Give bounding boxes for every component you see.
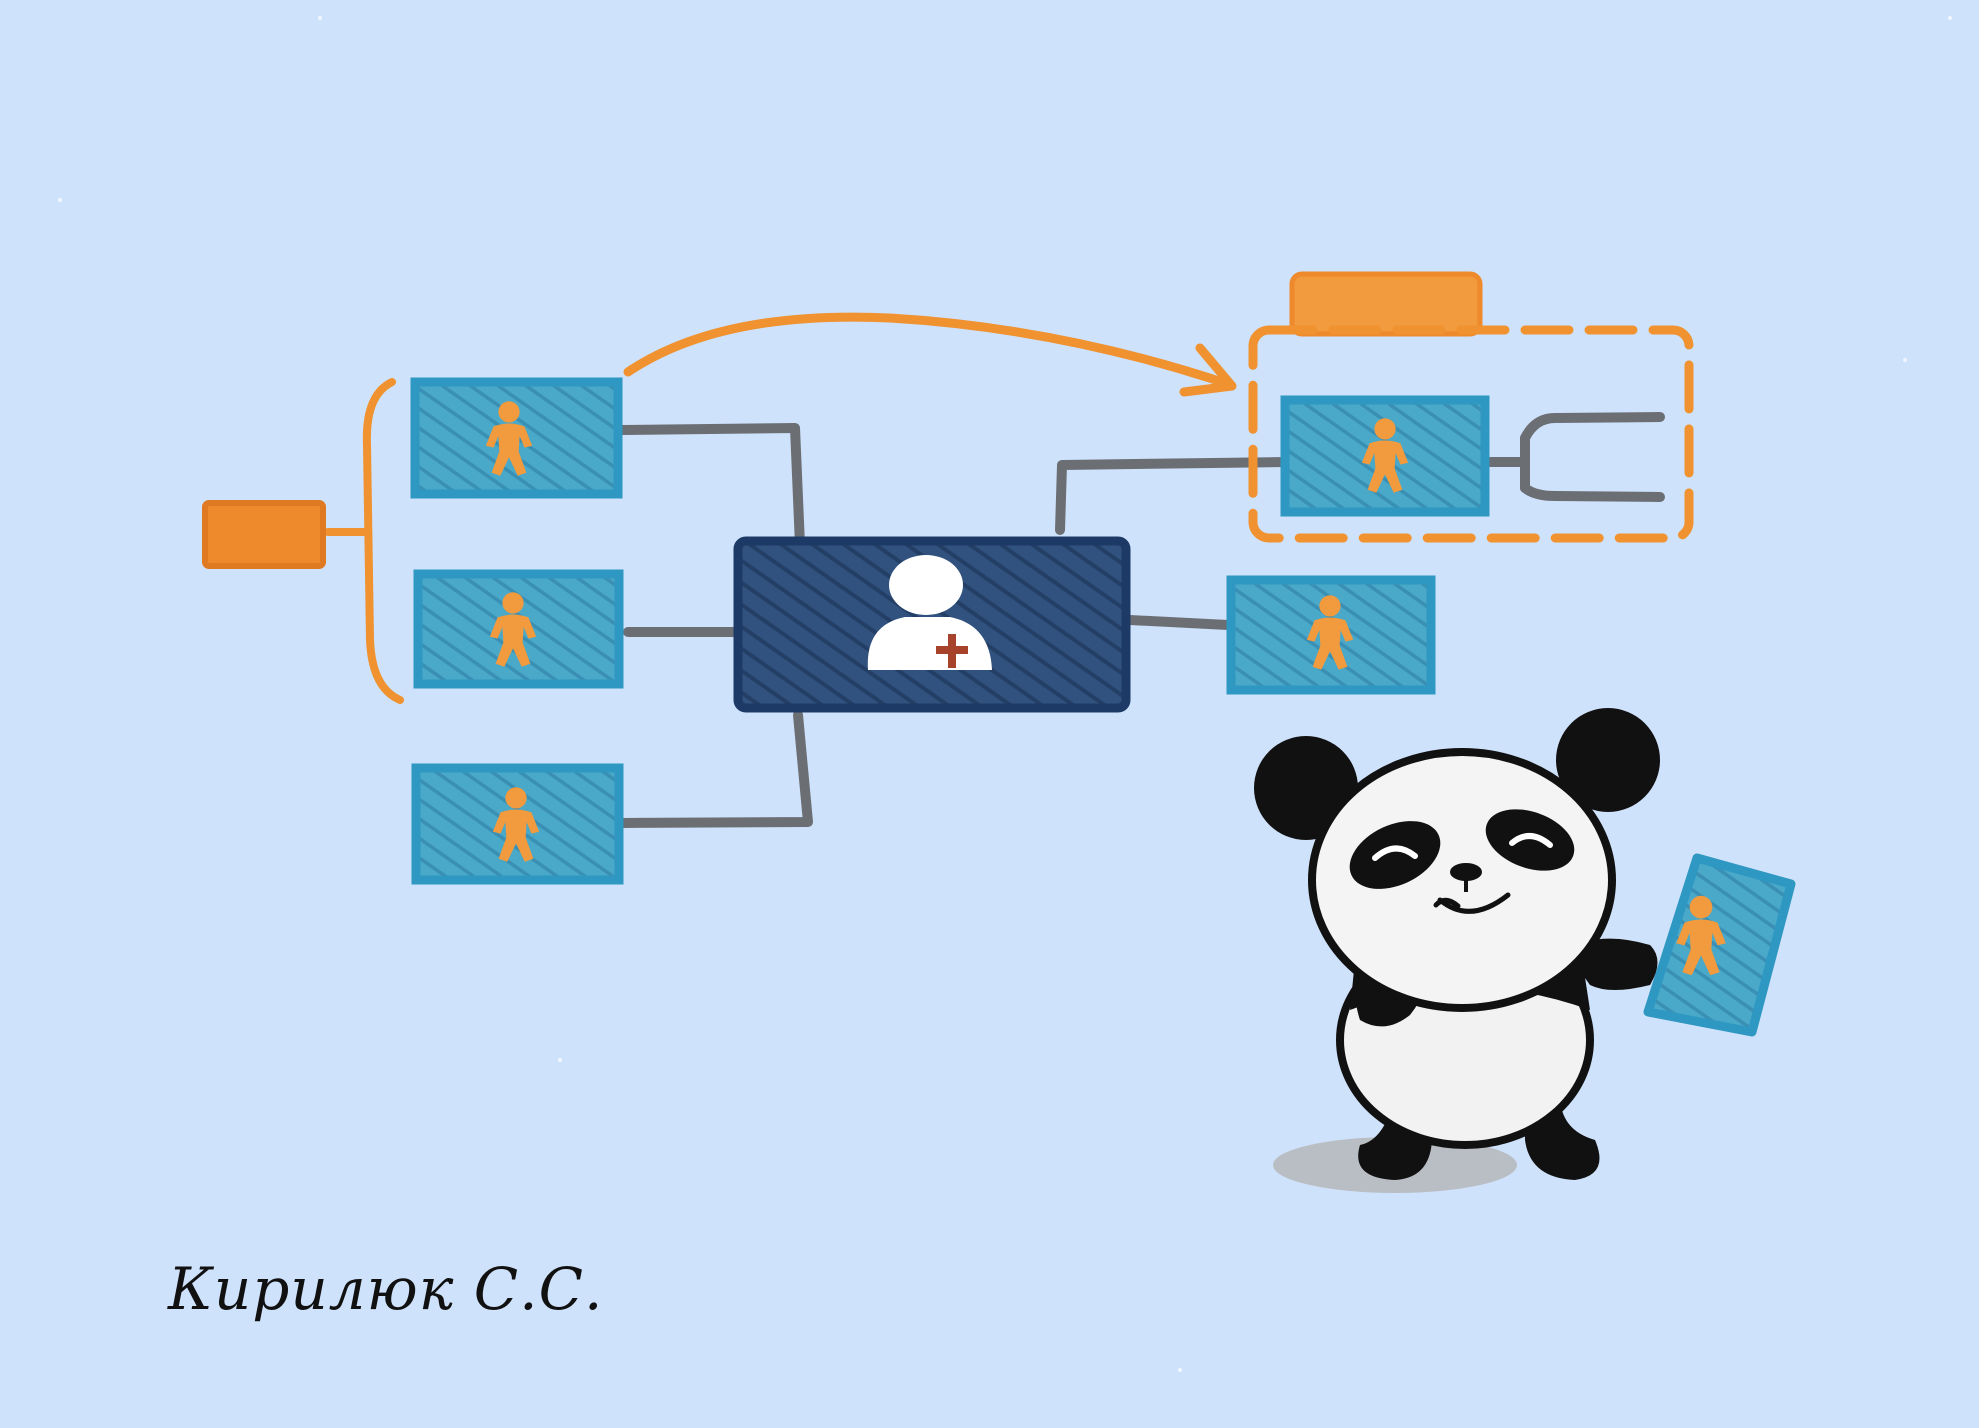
patient-card [411, 763, 624, 885]
transfer-arrow [623, 312, 1237, 397]
doctor-icon [867, 555, 992, 670]
left-group-bracket [202, 378, 404, 704]
patient-card [1226, 575, 1436, 695]
medical-cross-icon [936, 634, 968, 668]
connector-lines [615, 412, 1665, 828]
right-group [1248, 271, 1694, 543]
doctor-card [733, 536, 1131, 713]
patient-card [1280, 395, 1490, 517]
patient-card [413, 569, 624, 689]
patient-card [410, 377, 623, 499]
panda-icon [1254, 708, 1796, 1193]
author-signature: Кирилюк С.С. [168, 1255, 604, 1323]
orange-label-right [1289, 271, 1483, 337]
held-patient-card [1643, 853, 1796, 1037]
orange-label-left [202, 500, 326, 569]
background-speckles [58, 16, 1952, 1372]
